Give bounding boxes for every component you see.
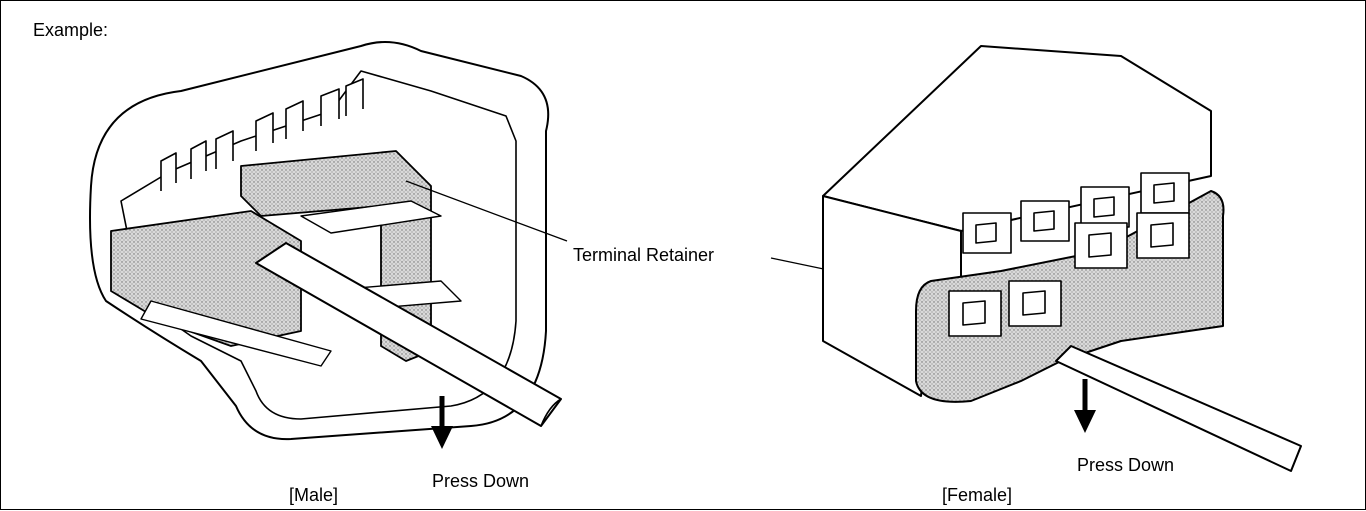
male-caption: [Male] [289,485,339,505]
male-connector-illustration [89,41,562,441]
female-wire [1055,345,1302,472]
female-press-down-arrow [1074,379,1096,433]
male-press-down-label: Press Down [432,471,530,491]
female-press-down-label: Press Down [1077,455,1175,475]
male-press-down-arrow [431,396,453,449]
female-caption: [Female] [942,485,1013,505]
male-cutaway-edge [120,70,517,420]
female-connector-illustration [822,45,1302,472]
female-lower-cells [948,212,1190,337]
male-terminal-fingers [160,78,364,191]
example-label: Example: [33,20,109,40]
terminal-retainer-label: Terminal Retainer [573,245,715,265]
